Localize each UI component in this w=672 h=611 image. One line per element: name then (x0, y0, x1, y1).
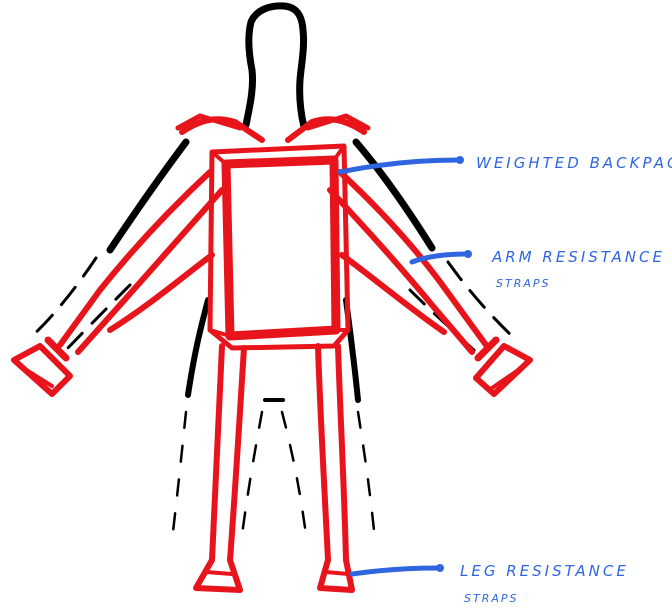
leg-strap-label-line2: STRAPS (464, 592, 519, 605)
backpack-leader-line (340, 160, 458, 172)
torso-left-side (188, 300, 208, 395)
figure-body-outline (30, 6, 514, 540)
head-outline (246, 6, 304, 127)
left-arm-strap-upper (60, 172, 210, 345)
backpack-inner (226, 160, 336, 336)
leg-strap-leader-dot (436, 564, 444, 572)
left-arm-lower-dashed (30, 258, 96, 338)
leg-strap-label-line1: LEG RESISTANCE (460, 562, 629, 580)
arm-strap-label-line2: STRAPS (496, 277, 551, 290)
backpack-label: WEIGHTED BACKPACK (476, 154, 672, 172)
arm-strap-label-line1: ARM RESISTANCE (491, 248, 665, 266)
left-hand-grip (14, 340, 70, 394)
left-leg-inner-dashed (242, 412, 262, 535)
left-leg-outer-dashed (172, 412, 186, 540)
right-arm-lower-dashed (448, 262, 514, 338)
left-leg-strap-outer (212, 346, 222, 560)
right-leg-strap-outer (338, 346, 346, 560)
backpack-leader-dot (456, 156, 464, 164)
leg-strap-leader-line (352, 568, 438, 574)
left-arm-strap-return (110, 255, 212, 330)
arm-strap-leader-dot (464, 250, 472, 258)
right-leg-outer-dashed (358, 412, 375, 540)
right-hand-grip (476, 340, 530, 394)
right-foot-anchor (320, 560, 352, 590)
resistance-equipment (14, 116, 530, 590)
right-leg-inner-dashed (282, 412, 306, 535)
right-arm-strap-upper (340, 172, 486, 345)
left-foot-anchor (196, 560, 240, 590)
right-leg-strap-inner (318, 346, 328, 560)
